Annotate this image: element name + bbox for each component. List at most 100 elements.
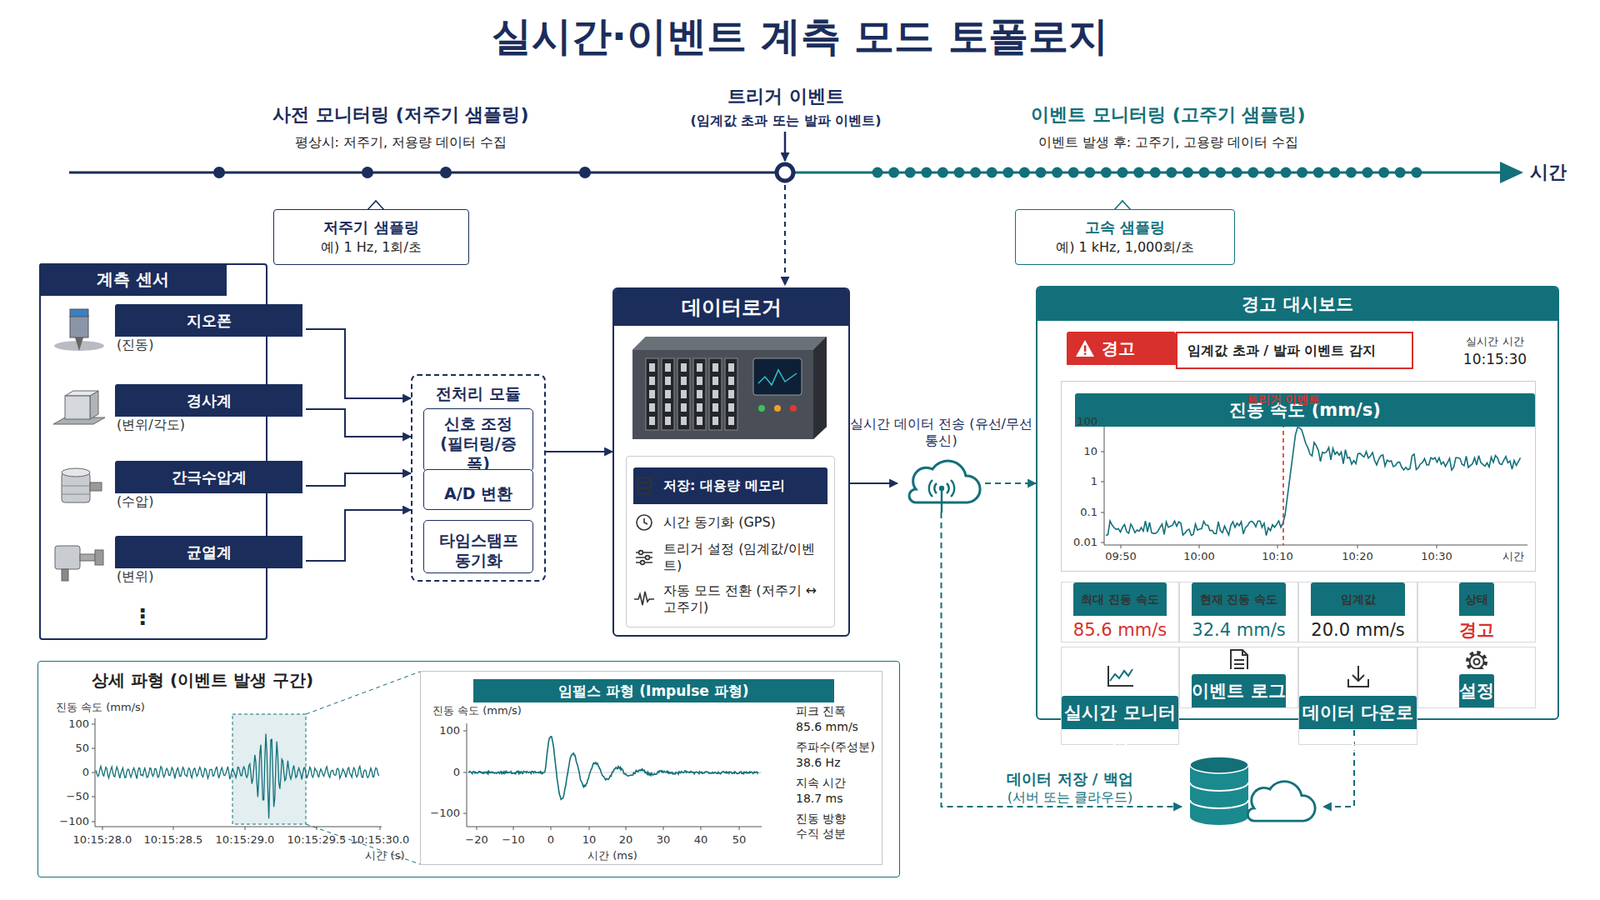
drawing-part [1035,167,1047,179]
drawing-part [1002,167,1014,179]
node-text: 시간 동기화 (GPS) [663,514,776,531]
sensor-item: 균열계(변위) [50,533,306,589]
sensor-icon [50,384,109,435]
axis-tick: −100 [430,806,460,820]
text-group: 데이터 다운로드 [1299,695,1417,730]
text-row: 신호 조정 (필터링/증폭) [430,414,526,474]
text-group: 최대 진동 속도85.6 mm/s [1073,582,1167,641]
drawing-part [1436,545,1438,549]
drawing-part [1108,665,1134,686]
drawing-part [663,826,665,830]
axis-tick: 40 [694,833,709,847]
drawing-part [1105,427,1521,536]
drawing-part [665,390,671,399]
sensor-item: 경사계(변위/각도) [50,381,306,437]
text-row: 예) 1 Hz, 1회/초 [320,239,422,256]
text-row: 경고 대시보드 [1037,287,1558,321]
drawing-part [1150,167,1161,179]
text-group: 경고 대시보드 [1037,287,1558,321]
drawing-part [665,376,671,385]
text-group: 설정 [1459,674,1495,708]
stat-cell: 임계값20.0 mm/s [1298,581,1418,643]
drawing-part [637,480,651,495]
drawing-part [937,167,949,179]
node-text: 경고 [1459,620,1495,640]
drawing-part [739,826,740,830]
drawing-part [1357,545,1359,549]
clock-value: 10:15:30 [1463,350,1527,368]
node-text: 85.6 mm/s [1073,620,1167,640]
sensor-icon [50,304,109,355]
feature-icon [633,512,655,533]
text-row: (변위) [116,568,303,585]
axis-tick: −100 [59,815,90,829]
drawing-part [91,821,95,823]
text-row: 경고 [1459,619,1495,641]
drawing-part [1280,167,1292,179]
drawing-part [640,560,645,565]
drawing-part [1110,669,1133,681]
sensor-icon [50,535,109,586]
drawing-part [1190,765,1249,825]
text-row: (변위/각도) [116,416,303,434]
drawing-part [712,416,719,425]
drawing-part [91,772,95,774]
axis-tick: −50 [66,790,90,804]
drawing-part [1165,167,1177,179]
waveform-chart [91,671,420,865]
drawing-part [1247,167,1259,179]
drawing-part [709,358,722,430]
warning-icon [1075,339,1095,358]
drawing-part [1051,167,1063,179]
drawing-part [1410,167,1422,179]
text-group: 데이터 저장 / 백업(서버 또는 클라우드) [970,770,1170,806]
text-group: 현재 진동 속도32.4 mm/s [1191,582,1285,641]
axis-title: 진동 속도 (mm/s) [432,704,522,718]
drawing-part [696,363,703,372]
text-group: 상태경고 [1459,582,1495,641]
drawing-part [696,390,703,399]
alert-bar: 경고임계값 초과 / 발파 이벤트 감지 [1066,331,1414,370]
flow-arrow [985,482,1036,485]
text-row: 데이터로거 [614,289,849,326]
drawing-part [1313,167,1325,179]
drawing-part [639,550,644,555]
drawing-part [1108,665,1134,686]
text-group: 저주기 샘플링예) 1 Hz, 1회/초 [320,218,422,256]
node-text: 데이터로거 [681,295,782,320]
axis-tick: 10:30 [1420,550,1452,564]
drawing-part [1348,665,1369,687]
drawing-part [1329,167,1340,179]
text-group: 임계값20.0 mm/s [1310,582,1405,641]
drawing-part [712,390,719,399]
drawing-part [589,826,590,830]
drawing-part [728,403,735,412]
drawing-part [1199,167,1210,179]
axis-tick: 0.1 [1080,505,1098,520]
text-group: 경사계(변위/각도) [116,385,303,434]
drawing-part [1378,167,1390,179]
drawing-part [790,405,797,412]
drawing-part [1068,167,1080,179]
stat-name: 주파수(주성분) [795,740,875,755]
axis-tick: 0 [453,765,460,780]
drawing-part [1075,340,1095,357]
node-text: 실시간 모니터링 [1064,702,1175,756]
node-text: 지오폰 [186,311,232,330]
drawing-part [712,363,719,372]
node-text: 저장: 대용량 메모리 [663,467,785,505]
text-group: 임펄스 파형 (Impulse 파형) [420,671,882,703]
text-row: 이벤트 로그 [1191,674,1285,708]
drawing-part [70,315,89,338]
axis-tick: 100 [1076,415,1098,429]
axis-tick: 30 [656,833,671,847]
text-group: 저장: 대용량 메모리시간 동기화 (GPS)트리거 설정 (임계값/이벤트)자… [633,463,828,620]
text-row: 85.6 mm/s [1073,619,1167,641]
drawing-part [95,718,382,827]
drawing-part [1120,545,1122,549]
node-text: 실시간 데이터 전송 (유선/무선 통신) [850,415,1033,449]
drawing-part [1019,167,1030,179]
node-text: 예) 1 Hz, 1회/초 [320,239,422,255]
node-text: 경고 대시보드 [1241,294,1353,315]
text-row: 실시간 모니터링 [1061,695,1179,730]
